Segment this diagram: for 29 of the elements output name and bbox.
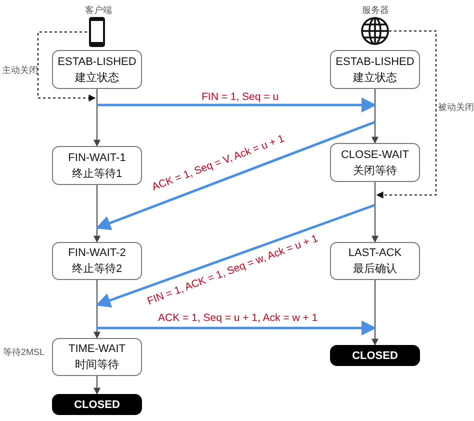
message-arrow: [97, 320, 376, 336]
arrow: [372, 182, 378, 243]
message-arrow: [97, 98, 376, 112]
state-box: FIN-WAIT-1 终止等待1: [52, 146, 142, 185]
state-box: LAST-ACK 最后确认: [330, 242, 420, 280]
edge-label: ACK = 1, Seq = u + 1, Ack = w + 1: [156, 312, 320, 324]
arrow: [94, 376, 100, 395]
arrow: [94, 184, 100, 243]
state-box: CLOSE-WAIT 关闭等待: [330, 143, 420, 182]
edge-label: 主动关闭: [1, 64, 39, 76]
end-state-box: CLOSED: [52, 394, 142, 415]
state-box: ESTAB-LISHED 建立状态: [330, 50, 420, 89]
edge-label: FIN = 1, Seq = u: [200, 91, 281, 103]
arrow: [94, 280, 100, 339]
message-arrow: [96, 120, 376, 230]
state-box: ESTAB-LISHED 建立状态: [52, 50, 142, 89]
state-box: TIME-WAIT 时间等待: [52, 338, 142, 376]
arrow: [372, 280, 378, 346]
arrow: [372, 88, 378, 144]
arrow: [94, 88, 100, 147]
dotted-arrow: [376, 30, 436, 198]
dotted-arrow: [38, 32, 96, 102]
edge-label: 被动关闭: [437, 101, 474, 113]
state-box: FIN-WAIT-2 终止等待2: [52, 242, 142, 280]
icon-caption: 服务器: [362, 4, 389, 17]
message-arrow: [96, 204, 376, 308]
note: 等待2MSL: [3, 346, 45, 359]
icon-caption: 客户端: [85, 4, 112, 17]
end-state-box: CLOSED: [330, 345, 420, 366]
